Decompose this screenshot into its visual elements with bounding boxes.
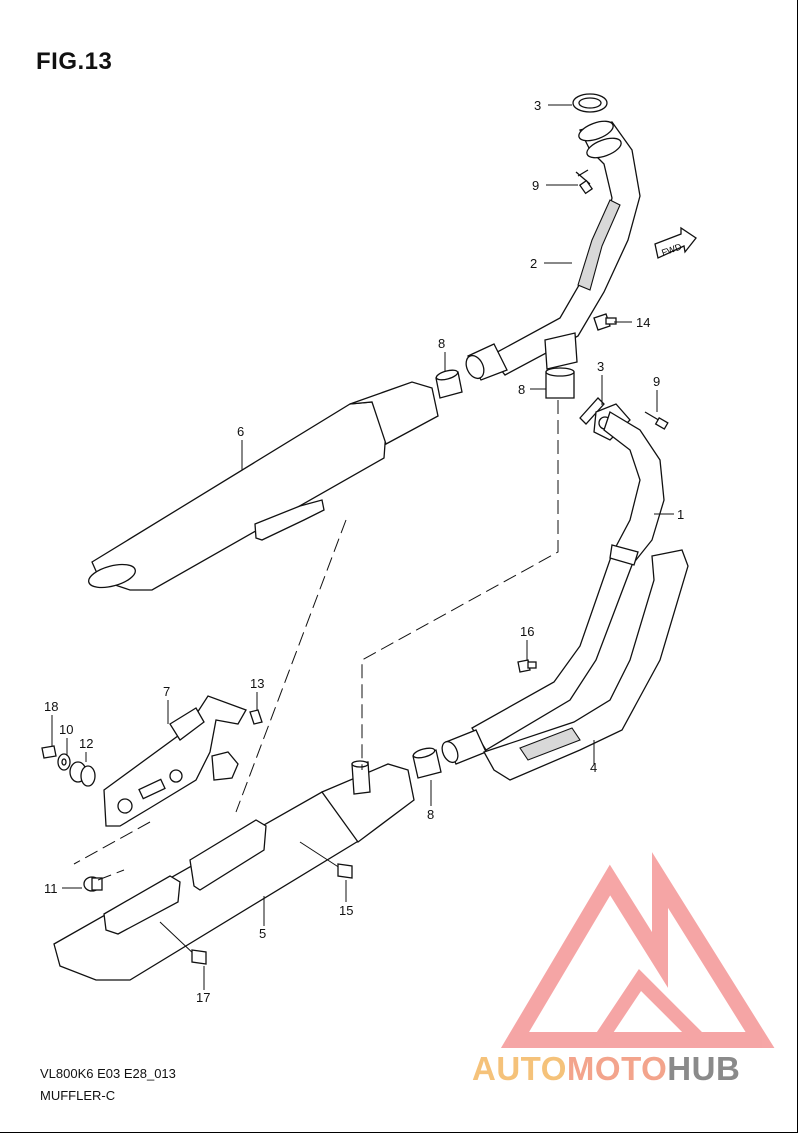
alignment-line [235, 519, 347, 813]
bolt-right [644, 411, 669, 430]
callout-labels: 3 9 2 14 8 8 3 9 6 1 16 13 7 18 10 12 4 … [44, 98, 684, 1005]
bolt-17 [159, 921, 207, 965]
leader-lines [51, 104, 674, 990]
gasket-upper [572, 93, 608, 113]
callout-12: 12 [79, 736, 93, 751]
bolt-13 [249, 709, 263, 725]
callout-8-upper: 8 [438, 336, 445, 351]
bolt-14 [593, 313, 617, 331]
muffler-lower [53, 760, 415, 981]
alignment-line [361, 400, 559, 770]
callout-4: 4 [590, 760, 597, 775]
watermark-logo [500, 852, 775, 1048]
watermark-wordmark: AUTOMOTOHUB [472, 1050, 741, 1087]
pipe-connector-middle [545, 367, 575, 399]
bolt-upper [575, 169, 594, 195]
callout-8-lower: 8 [427, 807, 434, 822]
muffler-upper [88, 381, 439, 591]
pipe-connector-lower [412, 747, 442, 779]
callout-14: 14 [636, 315, 650, 330]
alignment-line [97, 869, 125, 881]
collar-11 [83, 876, 103, 892]
callout-18: 18 [44, 699, 58, 714]
callout-9-right: 9 [653, 374, 660, 389]
muffler-bracket [103, 695, 247, 827]
model-code: VL800K6 E03 E28_013 [40, 1066, 176, 1081]
callout-2: 2 [530, 256, 537, 271]
callout-16: 16 [520, 624, 534, 639]
callout-9-upper: 9 [532, 178, 539, 193]
callout-5: 5 [259, 926, 266, 941]
figure-title: FIG.13 [36, 48, 113, 75]
section-name: MUFFLER-C [40, 1088, 116, 1103]
pipe-connector-upper [435, 369, 463, 399]
callout-15: 15 [339, 903, 353, 918]
callout-1: 1 [677, 507, 684, 522]
heat-shield-cover [483, 549, 689, 781]
callout-3-upper: 3 [534, 98, 541, 113]
callout-17: 17 [196, 990, 210, 1005]
alignment-line [73, 821, 151, 865]
callout-7: 7 [163, 684, 170, 699]
bolt-15 [299, 841, 353, 879]
exhaust-pipe-front-upper [465, 120, 641, 381]
exhaust-pipe-rear [441, 411, 665, 765]
bolt-16 [517, 659, 537, 673]
grommet-12 [69, 761, 96, 787]
callout-13: 13 [250, 676, 264, 691]
callout-8-middle: 8 [518, 382, 525, 397]
nut-18 [41, 745, 57, 759]
callout-10: 10 [59, 722, 73, 737]
callout-3-right: 3 [597, 359, 604, 374]
fwd-arrow-icon: FWD [654, 226, 697, 259]
callout-11: 11 [44, 881, 58, 896]
callout-6: 6 [237, 424, 244, 439]
washer-10 [57, 753, 71, 771]
